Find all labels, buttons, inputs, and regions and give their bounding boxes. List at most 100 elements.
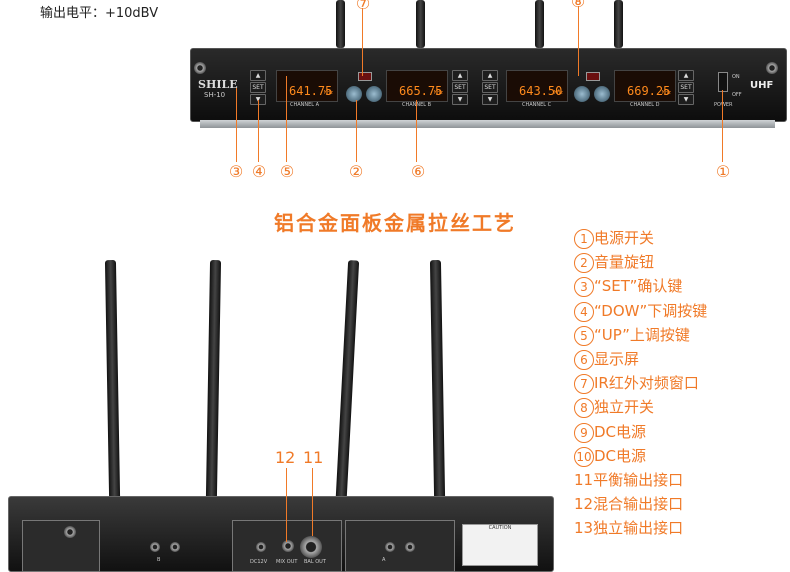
model-label: SH-10 [204, 91, 226, 99]
callout-7: ⑦ [355, 0, 371, 13]
set-label: SET [252, 84, 264, 91]
legend-item: 4“DOW”下调按键 [574, 299, 784, 323]
caution-text: CAUTION [488, 525, 512, 531]
legend-number: 9 [574, 422, 594, 443]
legend-number: 2 [574, 253, 594, 274]
frequency-readout: 641.75 [289, 84, 333, 98]
rear-plate [345, 520, 455, 572]
up-button[interactable]: ▲ [250, 70, 266, 81]
down-button[interactable]: ▼ [678, 94, 694, 105]
legend-number: 8 [574, 398, 594, 419]
legend-item: 13独立输出接口 [574, 516, 784, 540]
legend-text: 12混合输出接口 [574, 495, 684, 514]
frequency-readout: 669.25 [627, 84, 671, 98]
legend-text: 13独立输出接口 [574, 519, 684, 538]
antenna [535, 0, 544, 48]
callout-line [362, 8, 363, 76]
up-button[interactable]: ▲ [452, 70, 468, 81]
down-button[interactable]: ▼ [482, 94, 498, 105]
ir-window [586, 72, 600, 81]
antenna [416, 0, 425, 48]
volume-knob[interactable] [574, 86, 590, 102]
display-channel-a: 641.75 MHz [276, 70, 338, 102]
front-panel-device: SHILE SH-10 ▲ SET ▼ 641.75 MHz CHANNEL A… [190, 0, 790, 150]
volume-knob[interactable] [594, 86, 610, 102]
legend-text: 音量旋钮 [594, 253, 655, 272]
frequency-unit: MHz [554, 90, 564, 96]
channel-label: CHANNEL D [630, 102, 660, 108]
up-button[interactable]: ▲ [678, 70, 694, 81]
set-button[interactable]: SET [452, 82, 468, 93]
callout-4: ④ [251, 162, 267, 181]
legend-text: 显示屏 [594, 349, 640, 368]
frequency-unit: MHz [324, 90, 334, 96]
legend-text: IR红外对频窗口 [594, 374, 699, 393]
rear-cover-plate [22, 520, 100, 572]
brand-logo: SHILE [198, 78, 238, 91]
frequency-unit: MHz [434, 90, 444, 96]
antenna [336, 0, 345, 48]
display-channel-b: 665.75 MHz [386, 70, 448, 102]
channel-b-label: B [157, 557, 161, 563]
mix-out-jack[interactable] [282, 540, 294, 552]
legend-item: 11平衡输出接口 [574, 468, 784, 492]
callout-line [236, 88, 237, 162]
caution-label: CAUTION [462, 524, 538, 566]
callout-line [578, 6, 579, 76]
legend-number: 1 [574, 229, 594, 249]
legend-text: 独立开关 [594, 398, 655, 417]
power-label: POWER [714, 102, 733, 108]
callout-line [356, 100, 357, 162]
display-channel-d: 669.25 MHz [614, 70, 676, 102]
channel-label: CHANNEL C [522, 102, 552, 108]
volume-knob[interactable] [366, 86, 382, 102]
callout-3: ③ [228, 162, 244, 181]
callout-line [312, 468, 313, 536]
callout-5: ⑤ [279, 162, 295, 181]
legend-item: 3“SET”确认键 [574, 274, 784, 298]
legend-text: 11平衡输出接口 [574, 470, 684, 489]
callout-6: ⑥ [410, 162, 426, 181]
screw [64, 526, 76, 538]
legend-text: DC电源 [594, 446, 647, 465]
legend-number: 6 [574, 349, 594, 370]
bal-out-label: BAL OUT [304, 559, 326, 565]
frequency-readout: 643.50 [519, 84, 563, 98]
channel-label: CHANNEL A [290, 102, 320, 108]
output-jack[interactable] [405, 542, 415, 552]
antenna [614, 0, 623, 48]
dc-label: DC12V [250, 559, 268, 565]
legend-text: DC电源 [594, 422, 647, 441]
power-switch[interactable] [718, 72, 728, 92]
rack-screw [766, 62, 778, 74]
callout-11: 11 [303, 448, 324, 467]
legend-number: 3 [574, 277, 594, 298]
set-button[interactable]: SET [678, 82, 694, 93]
callout-line [286, 468, 287, 542]
set-button[interactable]: SET [482, 82, 498, 93]
dc-jack[interactable] [256, 542, 266, 552]
up-button[interactable]: ▲ [482, 70, 498, 81]
output-jack[interactable] [150, 542, 160, 552]
down-button[interactable]: ▼ [452, 94, 468, 105]
callout-2: ② [348, 162, 364, 181]
callout-8: ⑧ [570, 0, 586, 11]
set-button[interactable]: SET [250, 82, 266, 93]
xlr-bal-out[interactable] [300, 536, 322, 558]
chassis-bottom [200, 120, 775, 128]
off-label: OFF [732, 92, 742, 98]
legend-number: 10 [574, 446, 594, 467]
frequency-unit: MHz [662, 90, 672, 96]
frequency-readout: 665.75 [399, 84, 443, 98]
legend-number: 4 [574, 301, 594, 322]
callout-line [258, 100, 259, 162]
rack-screw [194, 62, 206, 74]
output-jack[interactable] [170, 542, 180, 552]
volume-knob[interactable] [346, 86, 362, 102]
output-jack[interactable] [385, 542, 395, 552]
